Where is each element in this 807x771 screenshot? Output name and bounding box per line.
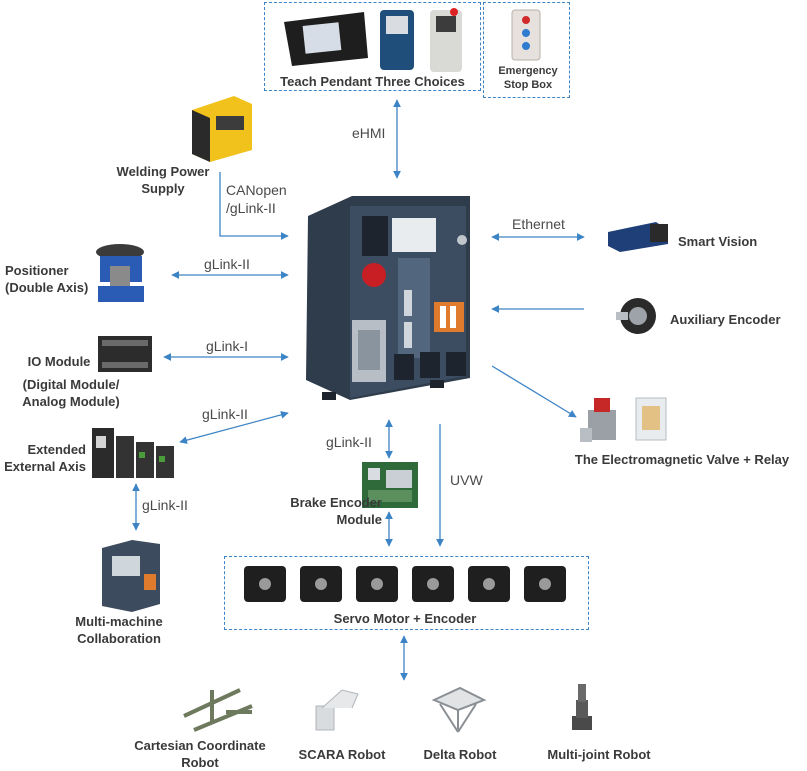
ethernet-label: Ethernet bbox=[512, 216, 565, 232]
servo-motor-group bbox=[224, 556, 589, 630]
welding-power-illustration bbox=[192, 96, 252, 162]
multi-joint-robot-label: Multi-joint Robot bbox=[547, 747, 651, 762]
ehmi-label: eHMI bbox=[352, 125, 386, 141]
welding-power-label: Welding Power Supply bbox=[116, 164, 210, 196]
valve-relay-label: The Electromagnetic Valve + Relay bbox=[574, 452, 790, 467]
emergency-stop-illustration bbox=[511, 9, 541, 61]
teach-pendant-label: Teach Pendant Three Choices bbox=[280, 74, 465, 89]
brake-encoder-illustration bbox=[362, 462, 418, 508]
extended-axis-illustration bbox=[92, 428, 174, 478]
canopen-label: CANopen bbox=[226, 182, 287, 198]
axis-link-label: gLink-II bbox=[202, 406, 248, 422]
smart-vision-label: Smart Vision bbox=[678, 234, 758, 249]
cartesian-robot-label: Cartesian Coordinate Robot bbox=[134, 738, 266, 770]
extended-axis-label: Extended External Axis bbox=[4, 442, 86, 474]
io-module-sub-label: (Digital Module/ Analog Module) bbox=[22, 377, 120, 409]
io-module-illustration bbox=[98, 336, 152, 372]
aux-encoder-illustration bbox=[616, 298, 656, 334]
delta-robot-illustration bbox=[431, 686, 487, 733]
smart-vision-illustration bbox=[608, 222, 668, 252]
canopen-glink-label: /gLink-II bbox=[226, 200, 276, 216]
controller-cabinet-illustration bbox=[306, 196, 470, 400]
multi-joint-robot-illustration bbox=[572, 684, 592, 730]
multi-machine-label: Multi-machine Collaboration bbox=[75, 614, 163, 646]
emergency-stop-group bbox=[483, 2, 570, 98]
aux-encoder-label: Auxiliary Encoder bbox=[670, 312, 781, 327]
axis-collab-link-label: gLink-II bbox=[142, 497, 188, 513]
cartesian-robot-illustration bbox=[183, 688, 253, 732]
axis-arrow bbox=[179, 411, 289, 444]
io-link-label: gLink-I bbox=[206, 338, 249, 354]
canopen-arrow bbox=[219, 172, 289, 240]
teach-pendant-illustration bbox=[284, 8, 462, 72]
servo-motors-illustration bbox=[244, 566, 566, 602]
brake-encoder-label: Brake Encoder Module bbox=[290, 495, 382, 527]
positioner-link-label: gLink-II bbox=[204, 256, 250, 272]
emergency-stop-label: Emergency Stop Box bbox=[498, 65, 558, 91]
positioner-label: Positioner (Double Axis) bbox=[5, 263, 89, 295]
brake-link-label: gLink-II bbox=[326, 434, 372, 450]
io-module-label: IO Module bbox=[27, 354, 91, 369]
multi-machine-illustration bbox=[102, 540, 160, 612]
uvw-label: UVW bbox=[450, 472, 483, 488]
delta-robot-label: Delta Robot bbox=[423, 747, 497, 762]
scara-robot-illustration bbox=[315, 689, 359, 731]
positioner-illustration bbox=[96, 244, 144, 302]
valve-arrow bbox=[491, 365, 577, 418]
valve-relay-illustration bbox=[580, 397, 667, 442]
servo-motor-label: Servo Motor + Encoder bbox=[333, 611, 477, 626]
scara-robot-label: SCARA Robot bbox=[298, 747, 386, 762]
teach-pendant-group bbox=[264, 2, 481, 91]
